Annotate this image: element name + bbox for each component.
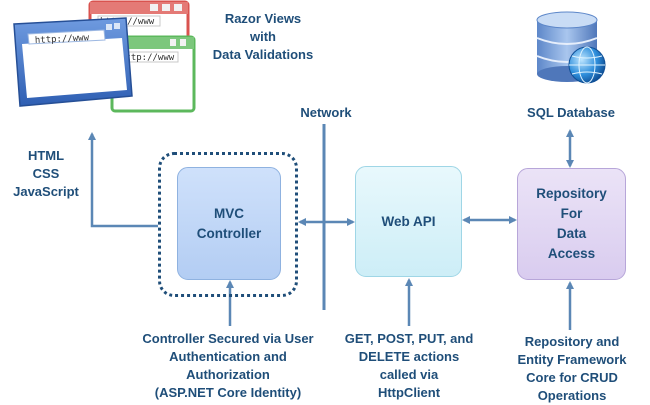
blue-browser-window: http://www xyxy=(13,17,133,107)
html-css-js-label: HTML CSS JavaScript xyxy=(13,148,79,199)
mvc-controller-box: MVC Controller xyxy=(177,167,281,280)
green-browser-window: http://www xyxy=(110,35,196,113)
api-actions-label: GET, POST, PUT, and DELETE actions calle… xyxy=(344,331,474,400)
network-label: Network xyxy=(300,105,352,120)
red-window-url: http://www xyxy=(100,17,155,27)
controller-secured-label: Controller Secured via User Authenticati… xyxy=(142,331,314,400)
repository-ef-label: Repository and Entity Framework Core for… xyxy=(517,334,627,403)
razor-views-label: Razor Views with Data Validations xyxy=(212,11,314,62)
arrow-controller-to-browser xyxy=(88,132,158,228)
green-window-url: http://www xyxy=(120,53,175,63)
blue-window-url: http://www xyxy=(35,33,90,46)
repository-box: Repository For Data Access xyxy=(517,168,626,280)
sql-database-label: SQL Database xyxy=(527,105,615,120)
web-api-box: Web API xyxy=(355,166,462,277)
security-boundary-frame xyxy=(158,152,298,297)
